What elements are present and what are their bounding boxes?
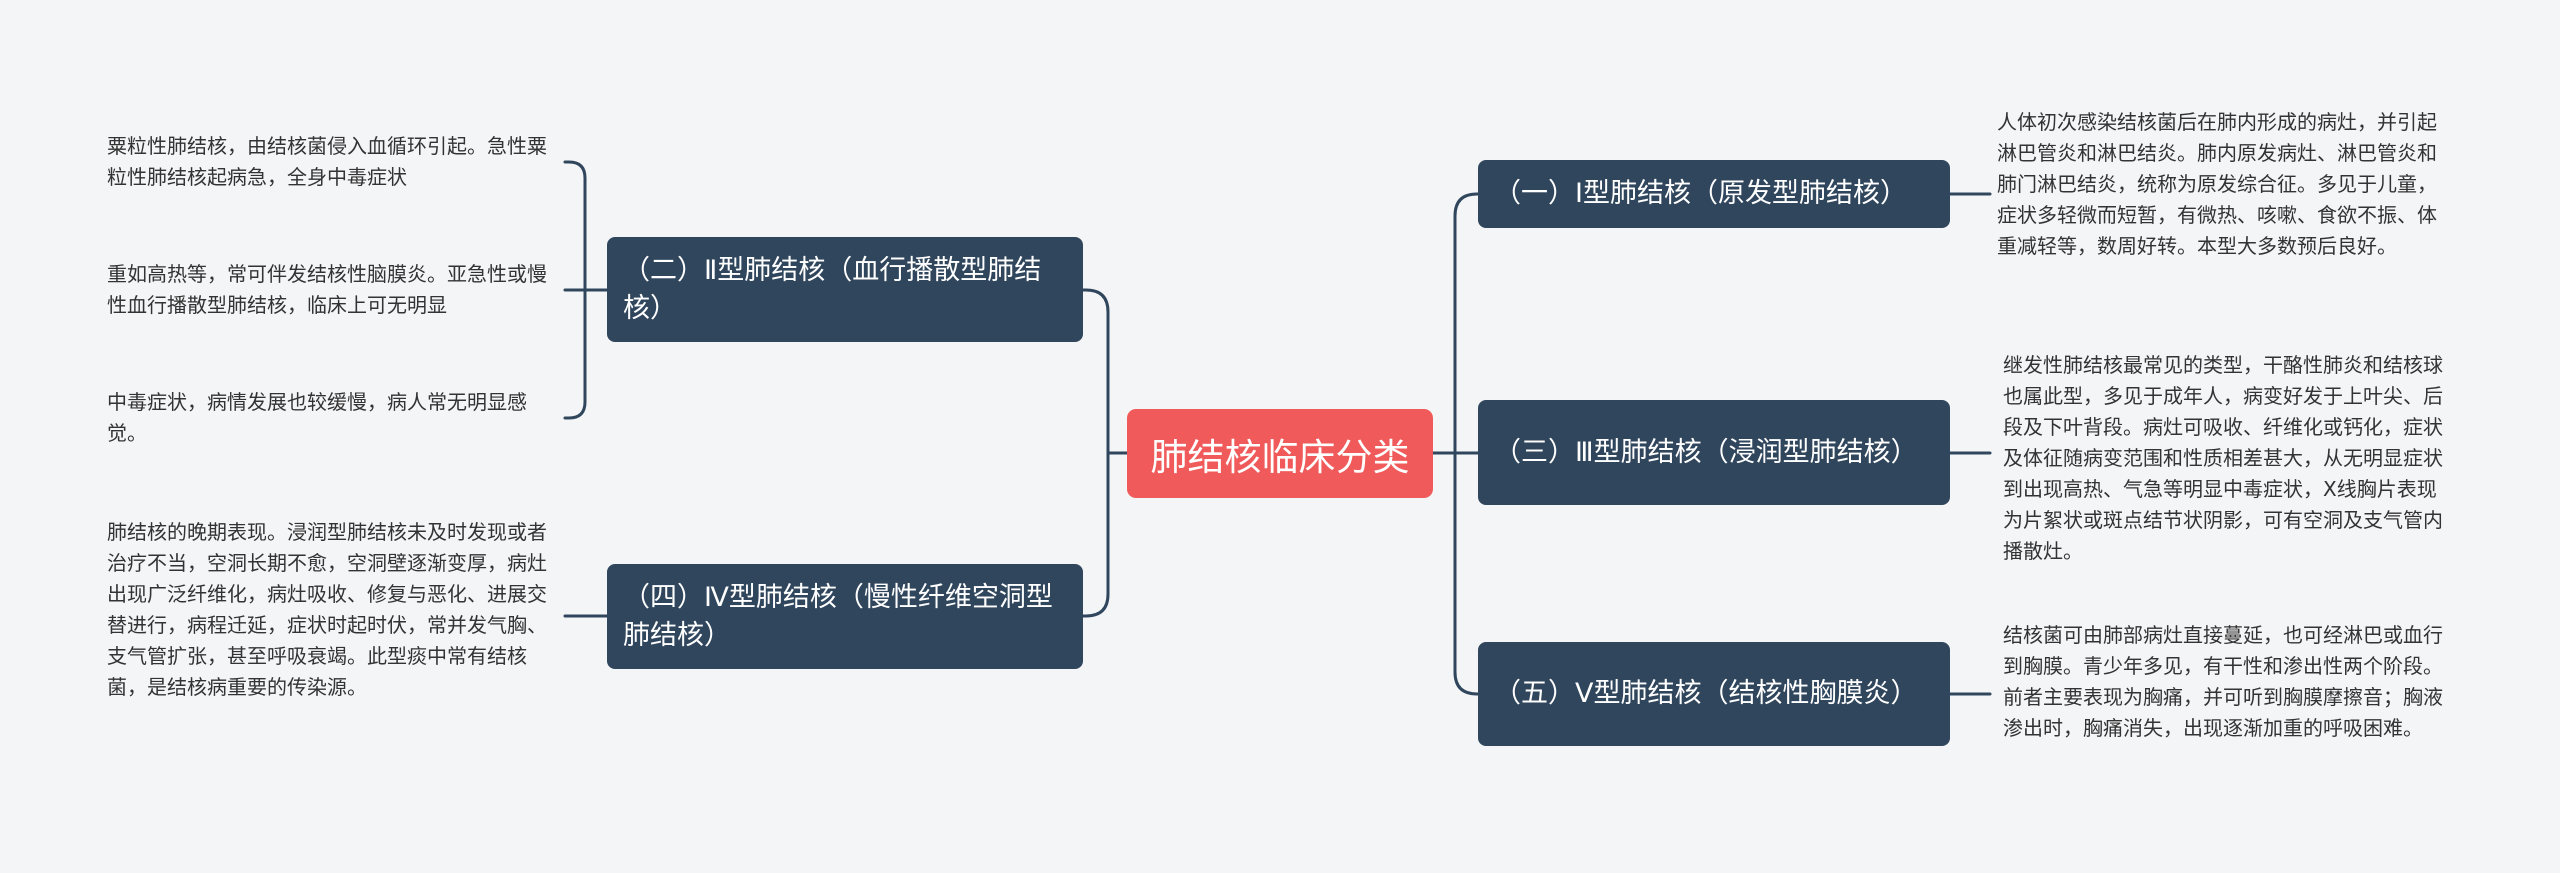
link-root-type2 bbox=[1081, 288, 1129, 455]
branch-type5[interactable]: （五）Ⅴ型肺结核（结核性胸膜炎） bbox=[1478, 642, 1950, 746]
link-type2-leaf1 bbox=[563, 160, 609, 292]
root-label: 肺结核临床分类 bbox=[1150, 435, 1410, 479]
link-root-type1 bbox=[1431, 192, 1480, 455]
branch-type4[interactable]: （四）Ⅳ型肺结核（慢性纤维空洞型肺结核） bbox=[607, 564, 1083, 669]
link-type2-leaf3 bbox=[563, 288, 609, 420]
branch-type2-label: （二）Ⅱ型肺结核（血行播散型肺结核） bbox=[623, 254, 1042, 324]
leaf-type1-text: 人体初次感染结核菌后在肺内形成的病灶，并引起淋巴管炎和淋巴结炎。肺内原发病灶、淋… bbox=[1997, 110, 2437, 258]
leaf-type5-text: 结核菌可由肺部病灶直接蔓延，也可经淋巴或血行到胸膜。青少年多见，有干性和渗出性两… bbox=[2003, 623, 2443, 740]
branch-type1-label: （一）I型肺结核（原发型肺结核） bbox=[1494, 178, 1907, 209]
leaf-type2-text-3: 中毒症状，病情发展也较缓慢，病人常无明显感觉。 bbox=[107, 390, 527, 445]
root-node[interactable]: 肺结核临床分类 bbox=[1127, 409, 1433, 498]
link-root-type4 bbox=[1081, 451, 1129, 618]
leaf-type3-text: 继发性肺结核最常见的类型，干酪性肺炎和结核球也属此型，多见于成年人，病变好发于上… bbox=[2003, 353, 2443, 563]
branch-type1[interactable]: （一）I型肺结核（原发型肺结核） bbox=[1478, 160, 1950, 228]
leaf-type2-text-2: 重如高热等，常可伴发结核性脑膜炎。亚急性或慢性血行播散型肺结核，临床上可无明显 bbox=[107, 262, 547, 317]
branch-type3[interactable]: （三）Ⅲ型肺结核（浸润型肺结核） bbox=[1478, 400, 1950, 505]
branch-type4-label: （四）Ⅳ型肺结核（慢性纤维空洞型肺结核） bbox=[623, 581, 1053, 651]
link-root-type5 bbox=[1431, 451, 1480, 696]
branch-type2[interactable]: （二）Ⅱ型肺结核（血行播散型肺结核） bbox=[607, 237, 1083, 342]
leaf-type4-text: 肺结核的晚期表现。浸润型肺结核未及时发现或者治疗不当，空洞长期不愈，空洞壁逐渐变… bbox=[107, 520, 547, 699]
branch-type5-label: （五）Ⅴ型肺结核（结核性胸膜炎） bbox=[1494, 678, 1918, 709]
branch-type3-label: （三）Ⅲ型肺结核（浸润型肺结核） bbox=[1494, 436, 1918, 468]
leaf-type2-text-1: 粟粒性肺结核，由结核菌侵入血循环引起。急性粟粒性肺结核起病急，全身中毒症状 bbox=[107, 134, 547, 189]
